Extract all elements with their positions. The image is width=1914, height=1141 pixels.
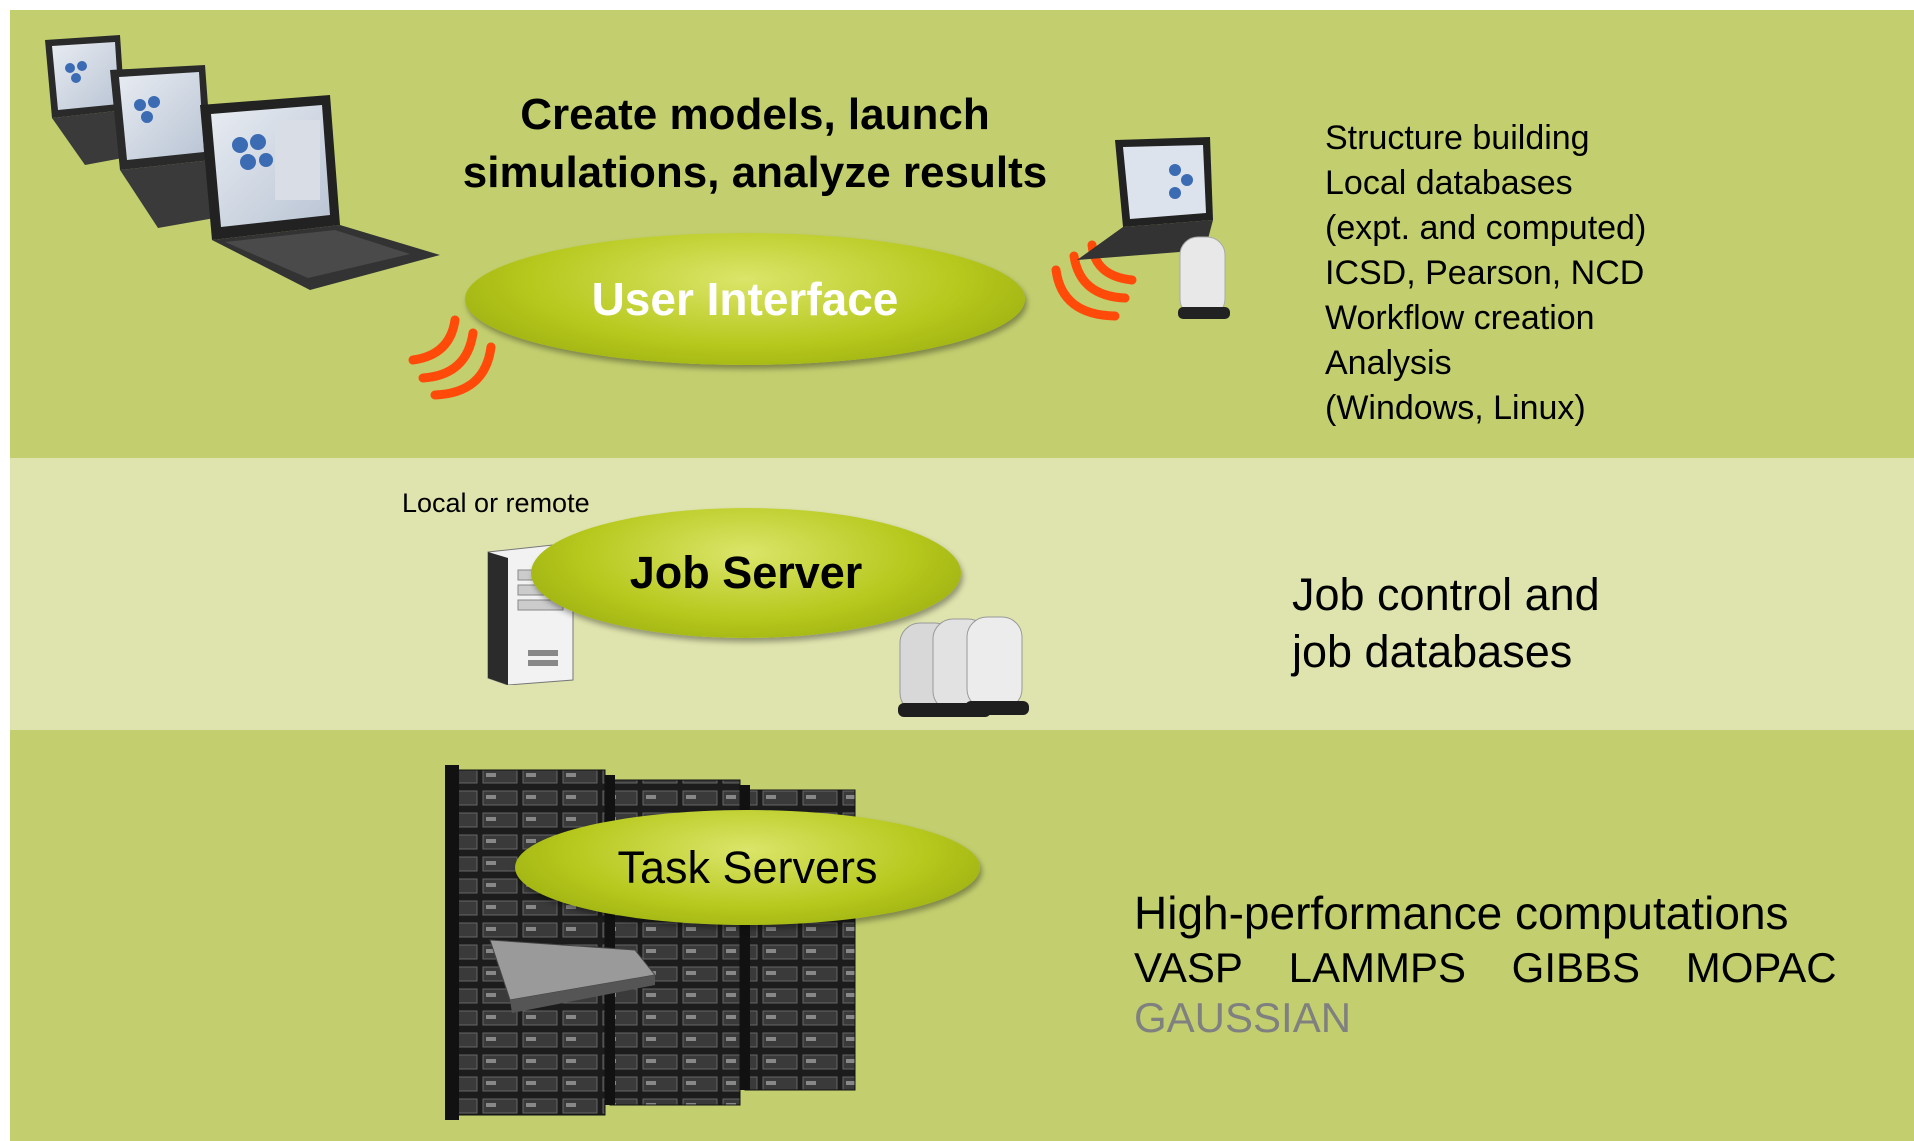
software-item: VASP <box>1134 944 1243 991</box>
job-server-label: Job Server <box>629 547 863 598</box>
job-description-line1: Job control and <box>1292 569 1600 620</box>
ui-headline-line2: simulations, analyze results <box>462 148 1048 197</box>
feature-item: (expt. and computed) <box>1325 209 1647 247</box>
software-item: MOPAC <box>1685 944 1837 991</box>
ui-headline-line1: Create models, launch <box>520 90 990 139</box>
laptops-icon <box>45 35 440 290</box>
feature-item: (Windows, Linux) <box>1325 389 1586 427</box>
router-icon <box>1178 236 1230 319</box>
router-icon <box>898 616 1029 717</box>
job-description-line2: job databases <box>1292 626 1573 677</box>
location-note: Local or remote <box>402 488 590 518</box>
job-server-description: Job control and job databases <box>1292 566 1600 680</box>
task-servers-label: Task Servers <box>617 841 878 893</box>
feature-item: Analysis <box>1325 344 1452 382</box>
software-list: VASP LAMMPS GIBBS MOPAC <box>1134 944 1837 992</box>
feature-item: Structure building <box>1325 119 1590 157</box>
task-servers-title: High-performance computations <box>1134 887 1789 939</box>
feature-item: Local databases <box>1325 164 1573 202</box>
laptop-icon <box>1077 137 1230 319</box>
ui-headline: Create models, launch simulations, analy… <box>410 86 1100 202</box>
laptop-icon <box>200 95 440 290</box>
task-servers-band <box>10 730 1914 1141</box>
task-servers-node: Task Servers <box>515 810 980 925</box>
software-item: GIBBS <box>1511 944 1641 991</box>
user-interface-node: User Interface <box>465 233 1025 365</box>
user-interface-label: User Interface <box>591 273 899 325</box>
job-server-node: Job Server <box>531 508 961 638</box>
feature-item: Workflow creation <box>1325 299 1595 337</box>
software-item-grey: GAUSSIAN <box>1134 994 1352 1041</box>
ui-feature-list: Structure building Local databases (expt… <box>1325 116 1646 431</box>
feature-item: ICSD, Pearson, NCD <box>1325 254 1645 292</box>
software-item: LAMMPS <box>1288 944 1466 991</box>
wireless-signal-icon <box>408 315 496 400</box>
